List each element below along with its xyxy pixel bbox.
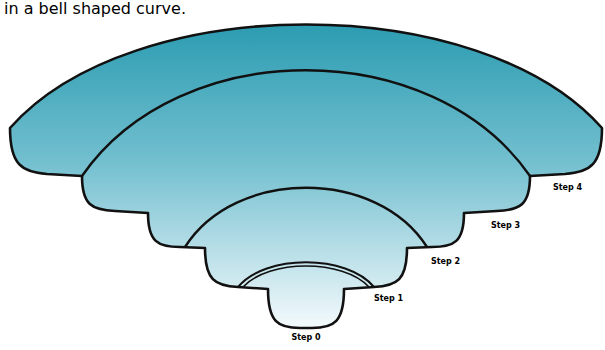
step-arc (243, 266, 369, 287)
step-label: Step 3 (491, 221, 520, 230)
bell-outline (10, 25, 602, 329)
step-label: Step 2 (431, 257, 460, 266)
caption-fragment: in a bell shaped curve. (4, 0, 186, 18)
step-arc (82, 70, 530, 176)
step-label: Step 0 (291, 333, 320, 342)
step-arc (185, 188, 427, 247)
step-arc (238, 262, 374, 287)
step-label: Step 1 (374, 294, 403, 303)
step-label: Step 4 (553, 183, 582, 192)
